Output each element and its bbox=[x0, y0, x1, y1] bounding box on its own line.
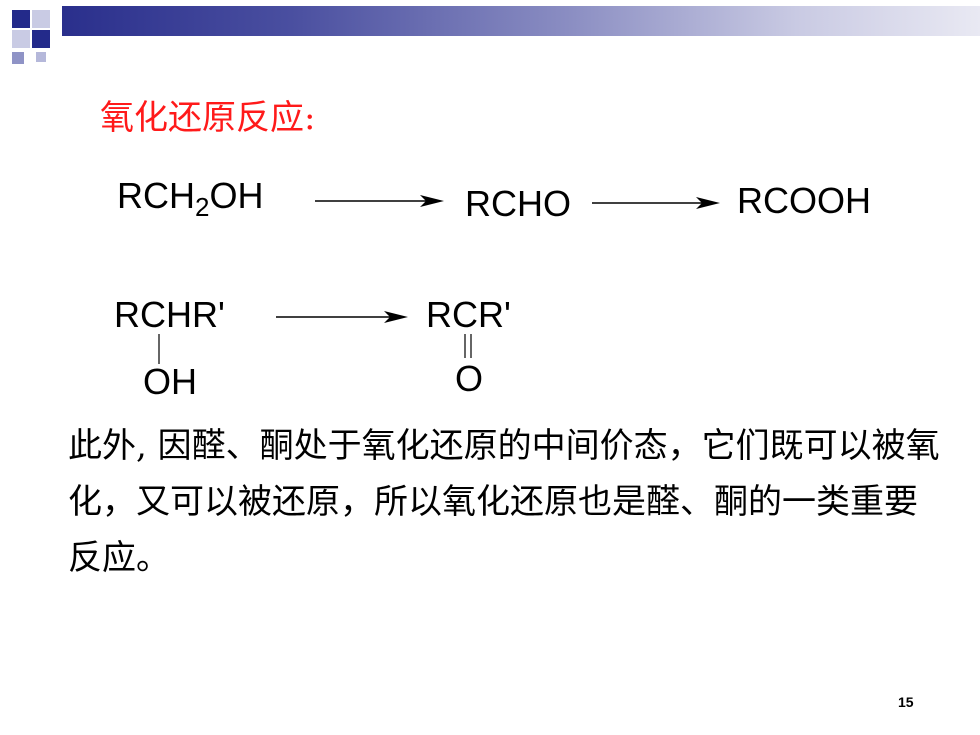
reaction2-product: RCR' bbox=[426, 294, 511, 335]
arrow-2 bbox=[592, 197, 720, 209]
reaction2-reactant: RCHR' bbox=[114, 294, 225, 335]
reaction1-intermediate: RCHO bbox=[465, 183, 571, 224]
arrow-3 bbox=[276, 311, 408, 323]
header-gradient-bar bbox=[62, 6, 980, 36]
reaction1-reactant: RCH2OH bbox=[117, 175, 264, 222]
reaction2-product-o: O bbox=[455, 358, 484, 399]
decor-square bbox=[32, 10, 50, 28]
decor-square bbox=[12, 52, 24, 64]
decor-square bbox=[36, 52, 46, 62]
reaction1-product: RCOOH bbox=[737, 180, 871, 221]
slide-title: 氧化还原反应: bbox=[100, 98, 316, 138]
decor-square bbox=[12, 30, 30, 48]
page-number: 15 bbox=[898, 694, 914, 710]
decor-square bbox=[32, 30, 50, 48]
decor-square bbox=[12, 10, 30, 28]
body-paragraph: 此外, 因醛、酮处于氧化还原的中间价态，它们既可以被氧化，又可以被还原，所以氧化… bbox=[68, 426, 940, 578]
reaction2-reactant-oh: OH bbox=[143, 361, 197, 402]
arrow-1 bbox=[315, 195, 444, 207]
